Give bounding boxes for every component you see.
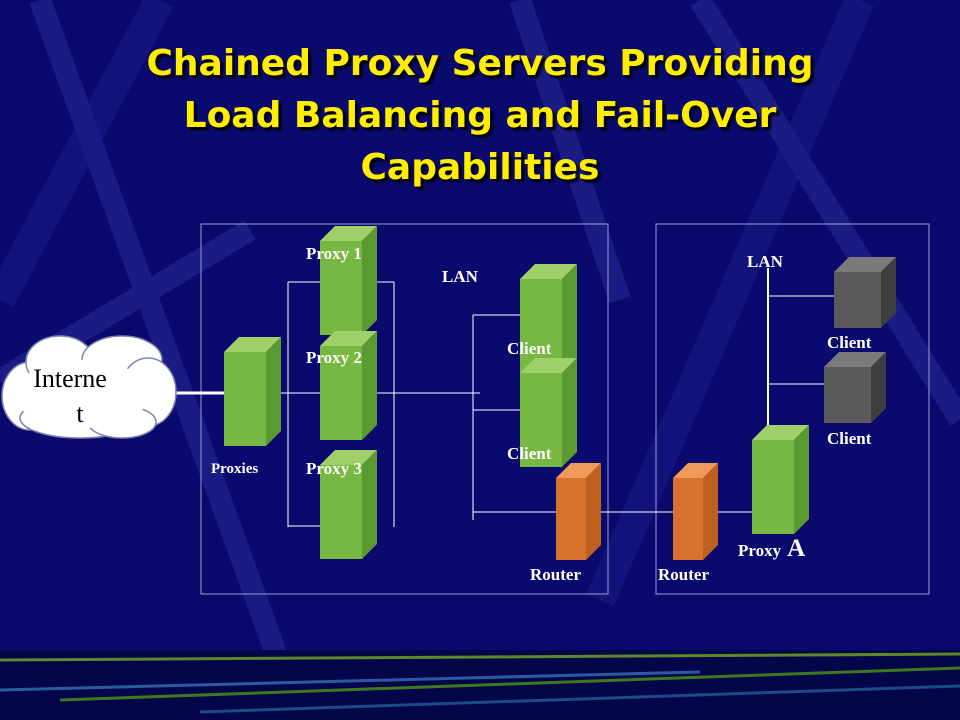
slide-title: Chained Proxy Servers Providing Load Bal… [0,38,960,194]
router-right-label: Router [658,565,709,584]
proxy-a-letter: A [787,535,805,562]
lan-left-label: LAN [442,267,479,286]
proxy-1-server [320,226,377,335]
proxy-2-label: Proxy 2 [306,348,362,367]
proxy-a-label: Proxy A [738,535,805,562]
internet-label-line2: t [76,399,84,428]
internet-label-line1: Interne [33,364,107,393]
router-right [673,463,718,560]
proxy-a-prefix: Proxy [738,541,782,560]
client-left-2-label: Client [507,444,552,463]
proxy-1-label: Proxy 1 [306,244,362,263]
title-line-3: Capabilities [360,147,600,188]
right-network-frame [655,223,930,595]
router-left [556,463,601,560]
client-right-2 [824,352,886,423]
left-network-frame [200,223,609,595]
client-right-1-label: Client [827,333,872,352]
proxy-a-server [752,425,809,534]
client-right-2-label: Client [827,429,872,448]
router-left-label: Router [530,565,581,584]
client-right-1 [834,257,896,328]
proxies-label: Proxies [211,461,258,477]
proxy-3-label: Proxy 3 [306,459,362,478]
client-left-1-label: Client [507,339,552,358]
lan-right-label: LAN [747,252,784,271]
title-line-1: Chained Proxy Servers Providing [146,43,814,84]
title-line-2: Load Balancing and Fail-Over [183,95,777,136]
proxies-server [224,337,281,446]
internet-cloud: Interne t [1,335,177,439]
